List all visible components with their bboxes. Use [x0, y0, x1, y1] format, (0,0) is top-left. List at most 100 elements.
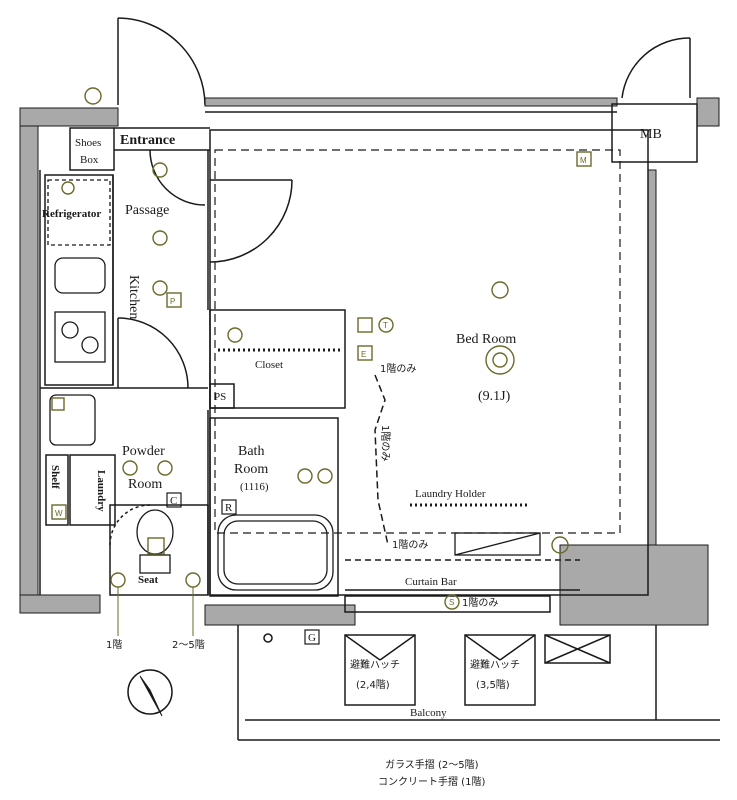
bed-shelf [454, 532, 541, 556]
light-kitchen [152, 280, 168, 296]
intercom [84, 87, 102, 105]
balcony [237, 625, 720, 741]
outdoor-unit-x2 [544, 634, 611, 664]
note-hatch-left-2: (2,4階) [356, 679, 390, 691]
outdoor-unit [544, 634, 611, 664]
ps-box [209, 383, 235, 409]
hatch-left [344, 634, 416, 706]
note-railing-glass: ガラス手摺 (2～5階) [385, 758, 479, 771]
light-fridge [61, 181, 75, 195]
label-kitchen: Kitchen [126, 275, 141, 319]
note-first-floor-b: 1階のみ [392, 539, 428, 551]
label-bath-1: Bath [238, 444, 264, 459]
label-powder-1: Powder [122, 444, 165, 459]
partition-dashed [374, 374, 389, 546]
north-arrow-icon [127, 669, 173, 717]
note-first-floor-vertical: 1階のみ [379, 425, 391, 461]
closet-outline [209, 309, 346, 409]
light-powder-2 [157, 460, 173, 476]
label-closet: Closet [255, 359, 283, 371]
label-shelf: Shelf [49, 465, 61, 489]
mb-door-arc [621, 37, 691, 99]
label-ps: PS [214, 391, 226, 403]
light-bedroom-main-inner [492, 352, 508, 368]
washer-outlet [51, 504, 67, 520]
powder-door-arc [117, 317, 189, 389]
leaders [117, 587, 194, 636]
label-entrance: Entrance [120, 133, 175, 148]
note-hatch-left-1: 避難ハッチ [350, 658, 400, 671]
outlet-bath-2 [317, 468, 333, 484]
wall-west [19, 125, 39, 611]
label-powder-2: Room [128, 477, 162, 492]
note-first-floor-c: 1階のみ [462, 597, 498, 609]
light-closet [227, 327, 243, 343]
label-refrigerator: Refrigerator [42, 208, 101, 220]
note-floor-2-5: 2～5階 [172, 639, 205, 651]
north-arrow-needle [139, 675, 163, 717]
note-railing-concrete: コンクリート手摺 (1階) [378, 775, 485, 788]
bedroom-dashed [214, 149, 621, 534]
note-floor-1: 1階 [106, 639, 122, 651]
label-seat: Seat [138, 574, 159, 586]
label-passage: Passage [125, 203, 169, 218]
light-passage [152, 230, 168, 246]
wall-south-right [559, 544, 709, 626]
wall-north-right [696, 97, 720, 127]
wall-north-left [19, 107, 119, 127]
room-labels: Entrance Shoes Box MB Passage Refrigerat… [42, 127, 662, 719]
symbol-t-circle [378, 317, 394, 333]
hatch-right [464, 634, 536, 706]
hatch-left-diag1 [344, 634, 381, 661]
label-bed-room: Bed Room [456, 332, 516, 347]
symbol-m-label: M [580, 156, 587, 165]
symbol-t-box [357, 317, 373, 333]
drain [263, 633, 273, 643]
toilet-tank [139, 554, 171, 574]
light-balcony [444, 594, 460, 610]
symbol-c-box [166, 492, 182, 508]
label-bath-size: (1116) [240, 481, 269, 493]
light-bedroom [491, 281, 509, 299]
label-laundry: Laundry [95, 470, 107, 512]
label-laundry-holder: Laundry Holder [415, 488, 486, 500]
outlet-bath [297, 468, 313, 484]
bath-outline [209, 417, 339, 597]
washbasin [49, 394, 96, 446]
laundry-box [69, 454, 116, 526]
wall-south-left [19, 594, 101, 614]
hatch-right-diag1 [464, 634, 501, 661]
label-shoes-box-1: Shoes [75, 137, 101, 149]
symbol-e-box [357, 345, 373, 361]
wall-north-mid [204, 97, 618, 107]
label-curtain-bar: Curtain Bar [405, 576, 457, 588]
label-bath-2: Room [234, 462, 268, 477]
kitchen-sink [54, 257, 106, 294]
hatch-left-diag2 [379, 634, 416, 661]
symbol-t-label: T [383, 321, 388, 330]
light-entrance [152, 162, 168, 178]
symbol-s-label: S [449, 598, 454, 607]
doors [109, 17, 691, 546]
toilet-bowl [136, 509, 174, 555]
symbol-e-label: E [361, 350, 366, 359]
notes: 1階のみ 1階のみ 1階のみ 1階のみ 1階 2～5階 避難ハッチ (2,4階)… [106, 363, 520, 788]
outlet-bedroom-r [551, 536, 569, 554]
window-sill [344, 595, 551, 613]
outlet-2-5f [185, 572, 201, 588]
symbol-w-label: W [55, 509, 63, 518]
light-bedroom-main [485, 345, 515, 375]
interior-lines [39, 103, 698, 613]
equipment [51, 87, 592, 610]
burner-1 [61, 321, 79, 339]
label-bed-room-size: (9.1J) [478, 389, 511, 404]
note-hatch-right-1: 避難ハッチ [470, 658, 520, 671]
toilet-door-arc [109, 504, 151, 546]
symbol-g-box [304, 629, 320, 645]
label-shoes-box-2: Box [80, 154, 99, 166]
hatch-right-diag2 [499, 634, 536, 661]
basin-outlet [51, 397, 65, 411]
stove [54, 311, 106, 363]
refrigerator-box [47, 179, 111, 246]
